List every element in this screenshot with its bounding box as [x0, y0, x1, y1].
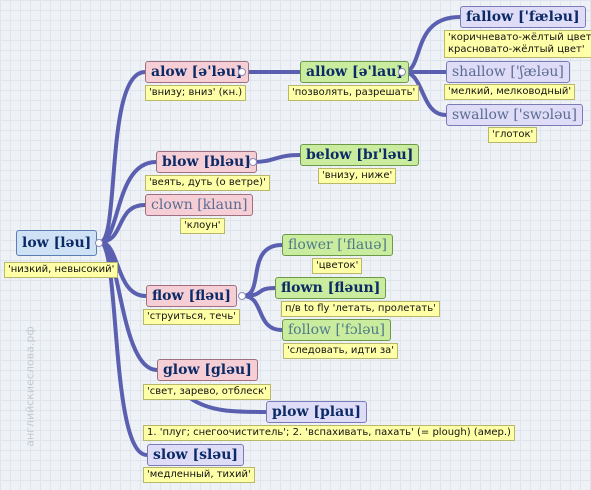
node-follow-ipa: ['fɔləu]	[335, 322, 386, 338]
link-low-clown	[98, 203, 147, 244]
node-flower[interactable]: flower ['flauə]	[282, 234, 393, 256]
node-clown[interactable]: clown [klaun]	[145, 194, 254, 216]
node-slow-word: slow	[153, 447, 188, 463]
node-flow-word: flow	[152, 288, 184, 304]
node-low-collapse-toggle[interactable]	[95, 239, 103, 247]
node-low-word: low	[22, 235, 49, 251]
gloss-swallow: 'глоток'	[488, 127, 538, 143]
gloss-clown: 'клоун'	[180, 218, 225, 234]
node-alow-ipa: [ə'ləu]	[191, 64, 243, 80]
node-plow-word: plow	[272, 404, 309, 420]
gloss-low: 'низкий, невысокий'	[4, 262, 119, 278]
node-allow-ipa: [ə'lau]	[351, 64, 403, 80]
node-below-word: below	[306, 147, 352, 163]
node-flower-word: flower	[288, 237, 333, 253]
node-shallow-word: shallow	[452, 64, 506, 80]
node-below[interactable]: below [bɪ'ləu]	[300, 144, 420, 166]
node-blow-collapse-toggle[interactable]	[249, 158, 257, 166]
gloss-glow: 'свет, зарево, отблеск'	[143, 384, 271, 400]
gloss-follow: 'следовать, идти за'	[283, 343, 399, 359]
node-flown[interactable]: flown [fləun]	[275, 277, 387, 299]
node-alow-collapse-toggle[interactable]	[238, 68, 246, 76]
link-flow-follow	[241, 294, 284, 332]
node-flown-ipa: [fləun]	[327, 280, 381, 296]
gloss-fallow: 'коричневато-жёлтый цвет; красновато-жёл…	[444, 30, 591, 58]
node-clown-ipa: [klaun]	[197, 197, 248, 213]
node-low-ipa: [ləu]	[53, 235, 92, 251]
link-glow-plow	[188, 396, 268, 414]
node-follow-word: follow	[288, 322, 331, 338]
node-shallow[interactable]: shallow ['ʃæləu]	[446, 61, 570, 83]
node-glow-ipa: [gləu]	[204, 362, 252, 378]
node-flow[interactable]: flow [fləu]	[146, 285, 237, 307]
node-alow-word: alow	[151, 64, 187, 80]
gloss-plow: 1. 'плуг; снегоочиститель'; 2. 'вспахива…	[143, 425, 515, 441]
node-glow-word: glow	[163, 362, 200, 378]
node-swallow-ipa: ['swɔləu]	[513, 107, 577, 123]
node-shallow-ipa: ['ʃæləu]	[510, 64, 564, 80]
node-plow[interactable]: plow [plau]	[266, 401, 367, 423]
node-fallow[interactable]: fallow ['fæləu]	[460, 6, 586, 28]
gloss-flower: 'цветок'	[312, 258, 363, 274]
node-fallow-ipa: ['fæləu]	[518, 9, 580, 25]
node-slow-ipa: [sləu]	[192, 447, 239, 463]
gloss-allow: 'позволять, разрешать'	[288, 85, 420, 101]
node-flow-collapse-toggle[interactable]	[238, 292, 246, 300]
node-swallow-word: swallow	[452, 107, 509, 123]
node-blow-ipa: [bləu]	[203, 154, 251, 170]
node-flow-ipa: [fləu]	[188, 288, 231, 304]
node-allow[interactable]: allow [ə'lau]	[300, 61, 409, 83]
node-allow-collapse-toggle[interactable]	[398, 68, 406, 76]
node-allow-word: allow	[306, 64, 348, 80]
node-glow[interactable]: glow [gləu]	[157, 359, 258, 381]
node-flower-ipa: ['flauə]	[337, 237, 387, 253]
node-swallow[interactable]: swallow ['swɔləu]	[446, 104, 583, 126]
gloss-shallow: 'мелкий, мелководный'	[444, 84, 576, 100]
gloss-flow: 'струиться, течь'	[143, 309, 240, 325]
link-blow-below	[251, 153, 302, 164]
gloss-alow: 'внизу; вниз' (кн.)	[145, 85, 247, 101]
node-below-ipa: [bɪ'ləu]	[356, 147, 414, 163]
node-alow[interactable]: alow [ə'ləu]	[145, 61, 249, 83]
gloss-blow: 'веять, дуть (о ветре)'	[145, 175, 270, 191]
node-clown-word: clown	[151, 197, 193, 213]
watermark: английскиеслова.рф	[23, 326, 37, 447]
gloss-below: 'внизу, ниже'	[318, 168, 397, 184]
gloss-slow: 'медленный, тихий'	[143, 467, 255, 483]
node-flown-word: flown	[281, 280, 323, 296]
link-low-blow	[98, 160, 158, 244]
gloss-flown: п/в to fly 'летать, пролетать'	[281, 301, 440, 317]
node-fallow-word: fallow	[466, 9, 514, 25]
node-follow[interactable]: follow ['fɔləu]	[282, 319, 392, 341]
node-plow-ipa: [plau]	[313, 404, 361, 420]
node-blow-word: blow	[162, 154, 199, 170]
link-low-slow	[98, 240, 149, 457]
node-slow[interactable]: slow [sləu]	[147, 444, 245, 466]
link-low-alow	[98, 70, 147, 244]
node-blow[interactable]: blow [bləu]	[156, 151, 257, 173]
node-low[interactable]: low [ləu]	[16, 230, 98, 256]
